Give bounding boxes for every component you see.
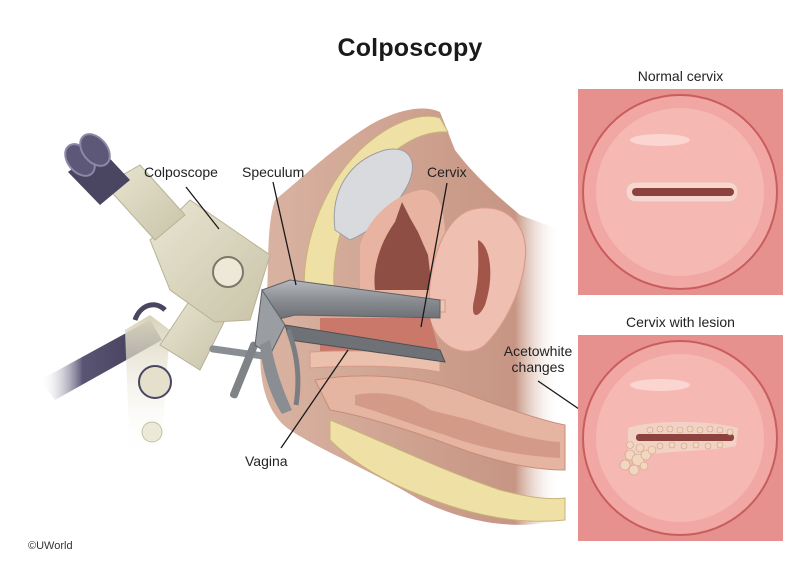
label-acetowhite-line1: Acetowhite bbox=[503, 343, 573, 359]
acetowhite-nodules bbox=[619, 425, 734, 476]
speculum bbox=[254, 279, 446, 414]
caption-cervix-with-lesion: Cervix with lesion bbox=[626, 314, 735, 330]
label-colposcope: Colposcope bbox=[144, 164, 218, 180]
normal-cervix-image bbox=[578, 89, 783, 295]
speculum-leader bbox=[272, 181, 297, 286]
colposcope bbox=[64, 133, 271, 460]
label-acetowhite-changes: Acetowhite changes bbox=[498, 343, 578, 375]
cervix-leader bbox=[420, 182, 448, 328]
page-title: Colposcopy bbox=[337, 34, 483, 62]
vagina-leader bbox=[280, 349, 349, 449]
copyright-notice: ©UWorld bbox=[28, 540, 73, 552]
label-speculum: Speculum bbox=[242, 164, 305, 180]
colposcope-leader bbox=[185, 186, 220, 230]
caption-normal-cervix: Normal cervix bbox=[637, 68, 724, 84]
lesion-cervix-image bbox=[578, 335, 783, 541]
label-vagina: Vagina bbox=[245, 453, 288, 469]
label-cervix: Cervix bbox=[427, 164, 467, 180]
label-acetowhite-line2: changes bbox=[511, 359, 565, 375]
